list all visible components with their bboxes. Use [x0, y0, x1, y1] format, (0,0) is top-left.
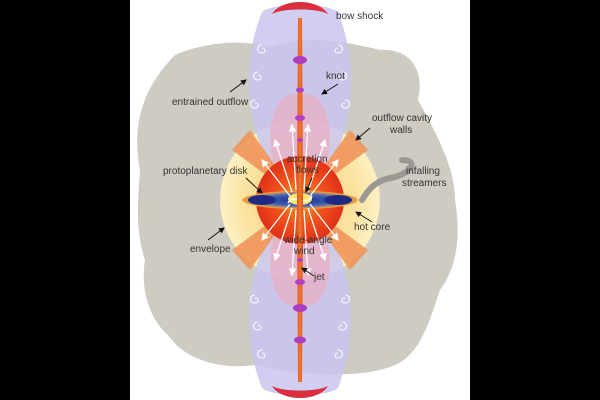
label-accretion-flows-1: accretion [287, 154, 328, 165]
jet-lower [297, 200, 303, 382]
pointer-jet [301, 267, 315, 277]
label-outflow-cavity-walls-2: walls [389, 125, 412, 136]
knot-marker [294, 336, 306, 344]
label-infalling-streamers-2: streamers [402, 178, 446, 189]
knot-marker [297, 258, 303, 262]
label-hot-core: hot core [354, 222, 391, 233]
label-jet: jet [313, 272, 325, 283]
knots [293, 56, 307, 344]
disk-left-lobe [248, 195, 276, 205]
pointer-entrained-outflow [229, 79, 247, 93]
label-protoplanetary-disk: protoplanetary disk [163, 166, 248, 177]
label-entrained-outflow: entrained outflow [172, 97, 249, 108]
pointer-protoplanetary-disk [245, 177, 263, 194]
infalling-streamer [359, 157, 415, 203]
knot-marker [296, 87, 304, 93]
label-infalling-streamers-1: infalling [406, 166, 440, 177]
entrained-swirls [250, 44, 350, 359]
pointer-hot-core [355, 211, 373, 223]
bow-shock-top [272, 2, 328, 14]
pointer-cavity-walls [355, 127, 371, 141]
knot-marker [295, 279, 305, 285]
label-outflow-cavity-walls-1: outflow cavity [372, 113, 432, 124]
label-wide-angle-wind-2: wind [293, 246, 315, 257]
knot-marker [293, 56, 307, 64]
knot-marker [295, 115, 305, 121]
knot-marker [297, 138, 303, 142]
label-knot: knot [326, 71, 345, 82]
label-wide-angle-wind-1: wide-angle [283, 235, 333, 246]
accretion-arrow [305, 177, 313, 193]
disk-right-lobe [324, 195, 352, 205]
label-accretion-flows-2: flows [296, 165, 319, 176]
knot-marker [293, 304, 307, 312]
label-envelope: envelope [190, 244, 231, 255]
label-bow-shock: bow shock [336, 11, 384, 22]
pointer-knot [321, 83, 339, 95]
bow-shock-bottom [272, 386, 328, 398]
wind-arrows [261, 123, 339, 277]
pointer-envelope [207, 227, 225, 241]
